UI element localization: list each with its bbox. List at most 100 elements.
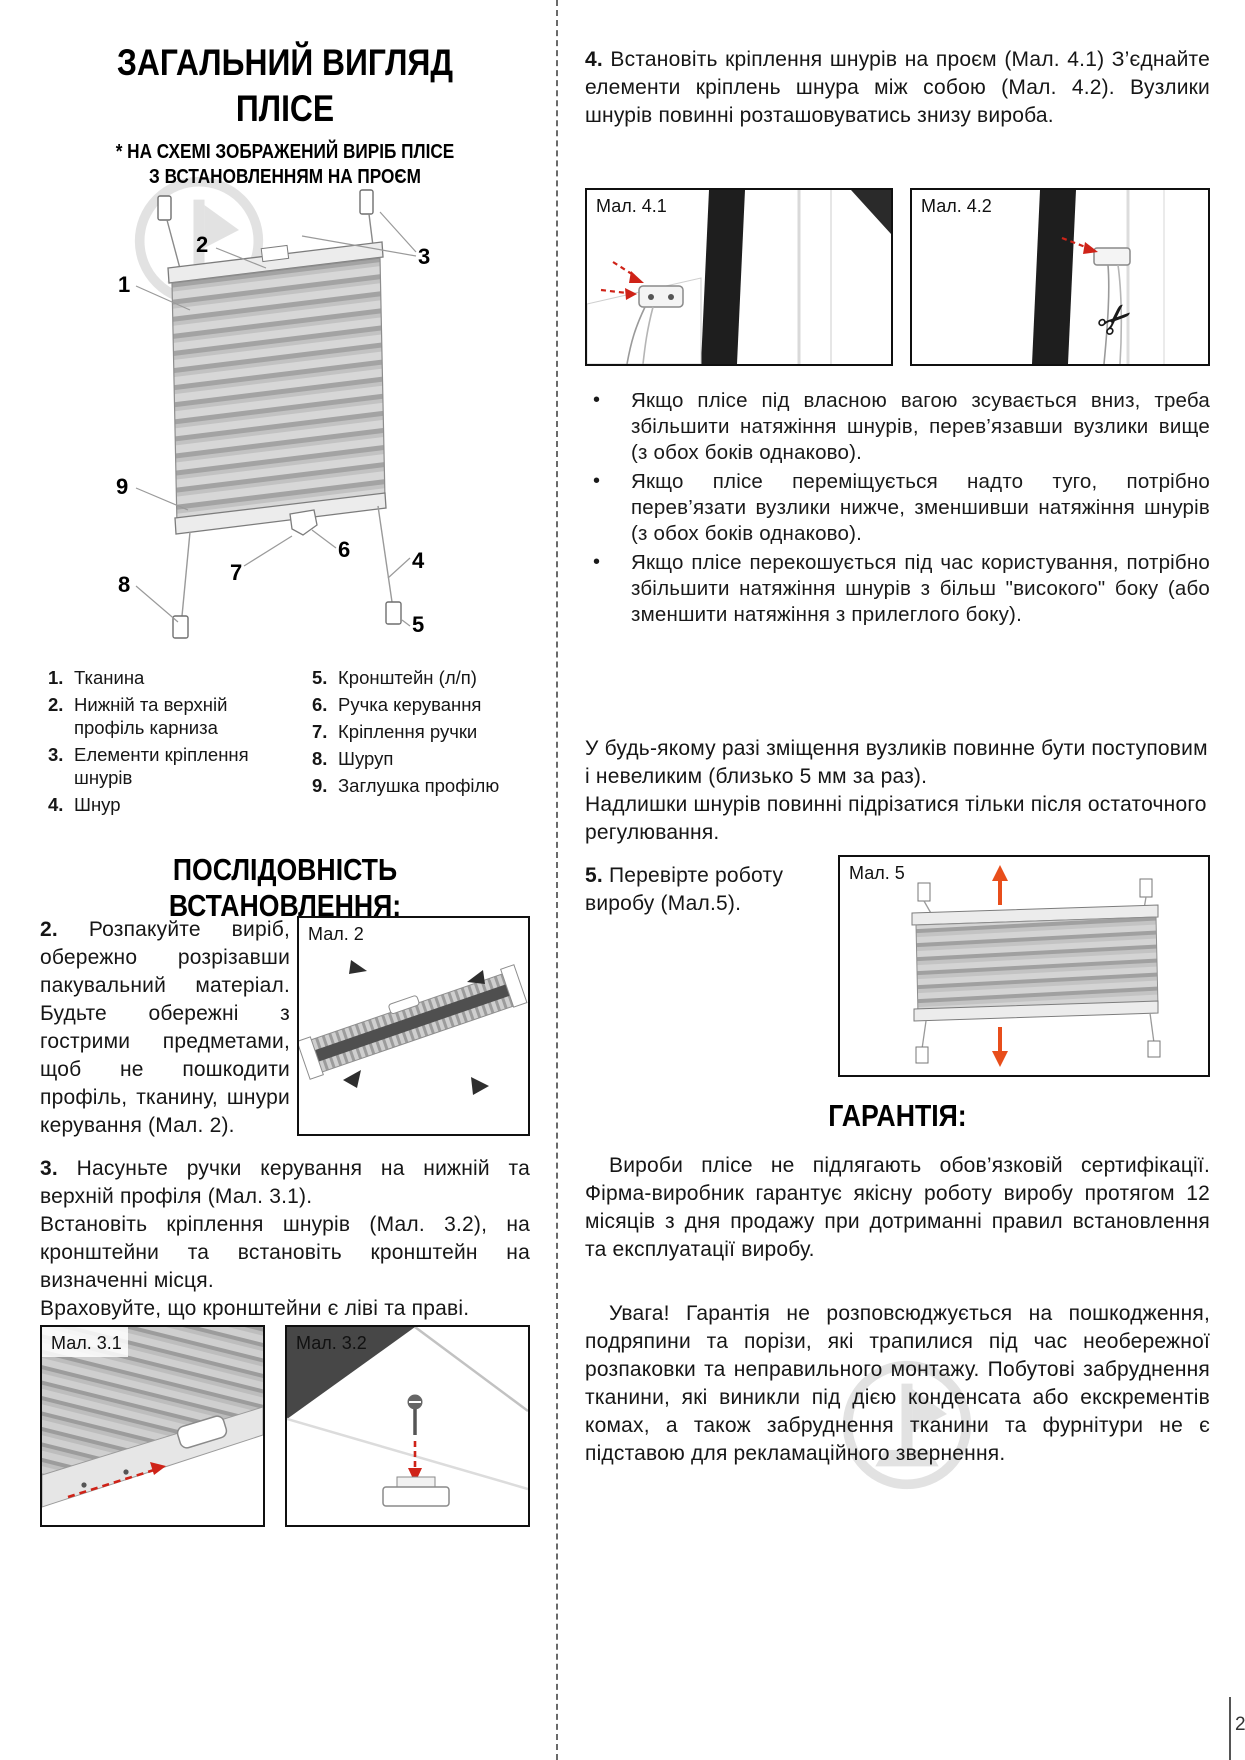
red-arrow-icon: [67, 1468, 155, 1499]
legend-text: Тканина: [74, 667, 145, 688]
list-item: • Якщо плісе перекошується під час корис…: [585, 550, 1210, 628]
pleated-blind-diagram: 1 2 3 9 7 6 4 8 5: [40, 188, 530, 666]
bullet-icon: •: [593, 551, 601, 573]
diagram-label-9: 9: [116, 474, 129, 499]
bracket-icon: [382, 1486, 450, 1507]
red-arrow-icon: [600, 288, 628, 295]
bottom-profile: [913, 1000, 1159, 1022]
bracket-icon: [638, 285, 684, 308]
cord: [642, 306, 654, 364]
legend-num: 3.: [48, 744, 64, 765]
adjustment-notes: У будь-якому разі зміщення вузликів пови…: [585, 735, 1210, 847]
legend-item: 9. Заглушка профілю: [312, 774, 530, 797]
legend-item: 4.Шнур: [48, 793, 296, 816]
figure-3-2-drawing: [287, 1327, 528, 1507]
figure-box-3-1: Мал. 3.1: [40, 1325, 265, 1527]
step-number: 4.: [585, 48, 603, 71]
scissors-icon: ✂: [1087, 290, 1145, 348]
figure-4-2-drawing: ✂: [1032, 190, 1165, 364]
legend-item: 3.Елементи кріплення шнурів: [48, 743, 296, 789]
legend-item: 7.Кріплення ручки: [312, 720, 530, 743]
top-handle-icon: [260, 244, 290, 263]
figure-label: Мал. 3.2: [296, 1333, 367, 1353]
figure-box-4-1: Мал. 4.1: [585, 188, 893, 366]
pleated-fabric: [915, 916, 1159, 1016]
diagram-label-4: 4: [412, 548, 425, 573]
cord-bracket-icon: [1139, 878, 1153, 898]
figure-label: Мал. 2: [308, 924, 364, 944]
cord: [1117, 264, 1123, 364]
legend-num: 6.: [312, 694, 328, 715]
step-number: 5.: [585, 864, 603, 887]
control-handle-icon: [289, 509, 318, 536]
legend-text: Нижній та верхній профіль карниза: [74, 694, 228, 738]
legend-text: Заглушка профілю: [338, 775, 500, 796]
diagram-label-5: 5: [412, 612, 425, 637]
handle-icon: [176, 1415, 228, 1449]
arrow-up-icon: [992, 865, 1008, 905]
bullet-text: Якщо плісе під власною вагою зсувається …: [631, 389, 1210, 464]
figure-label: Мал. 4.1: [596, 196, 667, 216]
figure-2-drawing: [299, 960, 528, 1095]
figure-5-drawing: [911, 865, 1161, 1067]
diagram-label-3: 3: [418, 244, 431, 269]
figure-label: Мал. 3.1: [51, 1333, 122, 1353]
column-divider-dashed: [556, 0, 558, 1760]
warranty-paragraph-2: Увага! Гарантія не розповсюджується на п…: [585, 1302, 1210, 1465]
bullet-icon: •: [593, 470, 601, 492]
figure-label: Мал. 4.2: [921, 196, 992, 216]
bullet-text: Якщо плісе переміщується надто туго, пот…: [631, 470, 1210, 545]
warranty-paragraph-1: Вироби плісе не підлягають обов’язковій …: [585, 1154, 1210, 1261]
figure-box-3-2: Мал. 3.2: [285, 1325, 530, 1527]
legend-num: 9.: [312, 775, 328, 796]
figure-box-5: Мал. 5: [838, 855, 1210, 1077]
brand-watermark-icon: [838, 1356, 976, 1494]
bracket-icon: [1093, 247, 1131, 266]
diagram-label-1: 1: [118, 272, 131, 297]
step-2-paragraph: 2. Розпакуйте виріб, обережно розрізавши…: [40, 916, 290, 1140]
legend-num: 8.: [312, 748, 328, 769]
legend-text: Шнур: [74, 794, 121, 815]
step-text: Перевірте роботу виробу (Мал.5).: [585, 864, 784, 915]
leader-lines: [135, 211, 417, 627]
diagram-label-6: 6: [338, 537, 351, 562]
page-subtitle: * НА СХЕМІ ЗОБРАЖЕНИЙ ВИРІБ ПЛІСЕ З ВСТА…: [40, 140, 530, 190]
step-number: 3.: [40, 1157, 58, 1180]
bullet-icon: •: [593, 389, 601, 411]
subtitle-line-1: * НА СХЕМІ ЗОБРАЖЕНИЙ ВИРІБ ПЛІСЕ: [115, 141, 455, 163]
unpack-arrow-icons: [343, 960, 489, 1095]
page-number-rule: [1229, 1697, 1231, 1760]
red-arrow-icon: [1061, 236, 1089, 250]
adjustment-bullet-list: • Якщо плісе під власною вагою зсуваєтьс…: [585, 388, 1210, 631]
step-text: Встановіть кріплення шнурів (Мал. 3.2), …: [40, 1213, 530, 1292]
title-line-1: ЗАГАЛЬНИЙ ВИГЛЯД: [116, 42, 454, 83]
legend-item: 1.Тканина: [48, 666, 296, 689]
left-column: ЗАГАЛЬНИЙ ВИГЛЯД ПЛІСЕ * НА СХЕМІ ЗОБРАЖ…: [40, 0, 530, 1760]
legend-text: Ручка керування: [338, 694, 482, 715]
step-text: Встановіть кріплення шнурів на проєм (Ма…: [585, 48, 1210, 127]
figure-box-4-2: Мал. 4.2 ✂: [910, 188, 1210, 366]
figure-box-2: Мал. 2: [297, 916, 530, 1136]
cord-clip-icon: [172, 601, 402, 639]
step-text: Враховуйте, що кронштейни є ліві та прав…: [40, 1297, 470, 1320]
bullet-text: Якщо плісе перекошується під час користу…: [631, 551, 1210, 626]
top-profile: [911, 904, 1159, 926]
step-4-paragraph: 4. Встановіть кріплення шнурів на проєм …: [585, 46, 1210, 130]
step-text: Насуньте ручки керування на нижній та ве…: [40, 1157, 530, 1208]
legend-item: 2.Нижній та верхній профіль карниза: [48, 693, 296, 739]
cord-clip-icon: [1147, 1040, 1161, 1058]
note-paragraph: У будь-якому разі зміщення вузликів пови…: [585, 737, 1208, 788]
legend-column-2: 5.Кронштейн (л/п) 6.Ручка керування 7.Кр…: [312, 666, 530, 801]
figure-4-1-drawing: [587, 190, 891, 364]
figure-label: Мал. 5: [849, 863, 905, 883]
diagram-label-7: 7: [230, 560, 243, 585]
right-column: 4. Встановіть кріплення шнурів на проєм …: [585, 0, 1210, 1760]
legend-num: 5.: [312, 667, 328, 688]
legend-column-1: 1.Тканина 2.Нижній та верхній профіль ка…: [48, 666, 296, 820]
cord-bracket-icon: [157, 189, 374, 221]
legend-text: Шуруп: [338, 748, 394, 769]
subtitle-line-2: З ВСТАНОВЛЕННЯМ НА ПРОЄМ: [149, 166, 421, 188]
cord: [626, 306, 646, 364]
legend-num: 7.: [312, 721, 328, 742]
